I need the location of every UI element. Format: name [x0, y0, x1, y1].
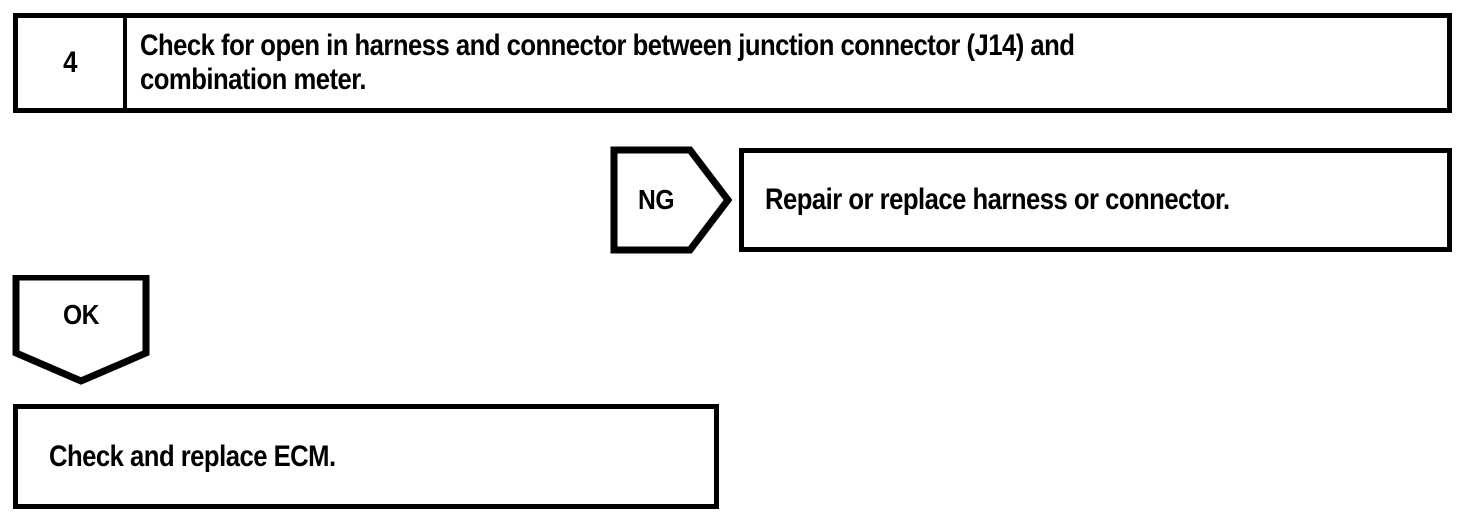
ng-branch-marker: NG: [610, 146, 732, 254]
step-instruction-line-1: Check for open in harness and connector …: [140, 29, 1075, 62]
ng-branch-label: NG: [637, 184, 675, 215]
ng-result-text: Repair or replace harness or connector.: [765, 183, 1230, 216]
pentagon-down-arrow-icon: [12, 275, 150, 385]
step-number: 4: [63, 46, 78, 79]
step-number-cell: 4: [18, 18, 127, 108]
ok-branch-marker: OK: [11, 275, 151, 385]
step-box: 4 Check for open in harness and connecto…: [13, 13, 1452, 113]
ng-result-box: Repair or replace harness or connector.: [739, 148, 1452, 252]
ok-result-text: Check and replace ECM.: [49, 439, 336, 473]
ok-branch-label: OK: [62, 299, 100, 330]
pentagon-right-arrow-icon: [610, 146, 732, 254]
ok-result-box: Check and replace ECM.: [13, 404, 719, 509]
step-instruction-line-2: combination meter.: [140, 63, 366, 96]
step-instruction-cell: Check for open in harness and connector …: [127, 18, 1447, 108]
